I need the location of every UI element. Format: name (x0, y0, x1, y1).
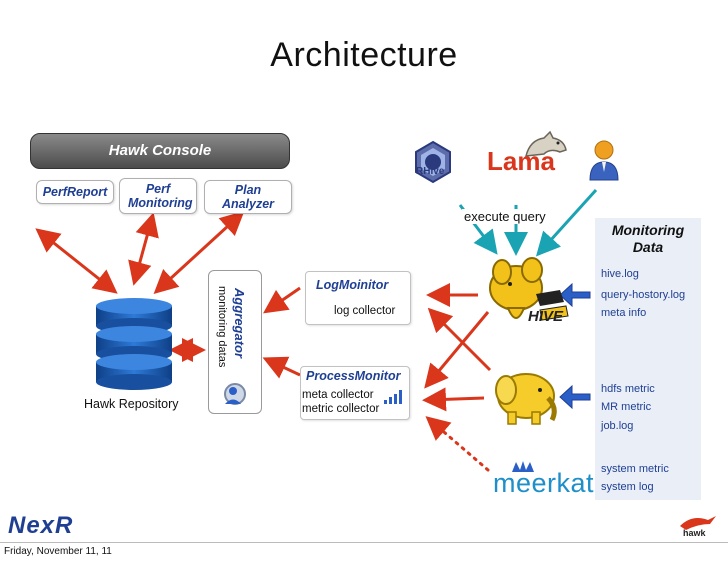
lama-logo-text: Lama (487, 146, 555, 176)
rhive-logo (415, 140, 451, 184)
perfreport-button[interactable]: PerfReport (36, 180, 114, 204)
log-monitor-box[interactable] (305, 271, 411, 325)
hive-label: HIVE (528, 308, 564, 325)
hadoop-elephant-icon (495, 373, 557, 425)
arrow-hadoop-procmon (422, 387, 485, 412)
arrow-panel-hive (559, 282, 591, 308)
log-monitor-title: LogMoinitor (316, 278, 389, 292)
perf-monitoring-label: Perf Monitoring (128, 182, 193, 210)
md-item-meta-info: meta info (601, 307, 647, 319)
plan-analyzer-label: Plan Analyzer (221, 183, 275, 211)
aggregator-subtitle: monitoring datas (216, 286, 228, 368)
md-item-hdfs-metric: hdfs metric (601, 383, 655, 395)
repository-label: Hawk Repository (84, 397, 179, 411)
process-monitor-title: ProcessMonitor (306, 369, 401, 383)
arrow-plan-repo (153, 210, 245, 295)
arrow-perfmon-repo (128, 212, 159, 286)
arrow-hive-procmon (424, 311, 490, 389)
signal-bars-icon (384, 390, 402, 404)
log-collector-label: log collector (334, 305, 396, 317)
md-item-system-metric: system metric (601, 463, 669, 475)
llama-icon (525, 130, 567, 157)
md-item-mr-metric: MR metric (601, 401, 652, 413)
aggregator-title: Aggregator (232, 288, 247, 359)
hawk-logo-text: hawk (683, 528, 706, 538)
meerkat-logo-text: meerkat (493, 468, 595, 498)
md-item-hive-log: hive.log (601, 268, 639, 280)
arrow-panel-hadoop (559, 384, 591, 410)
md-item-job-log: job.log (601, 420, 634, 432)
footer-date: Friday, November 11, 11 (4, 546, 112, 557)
perf-monitoring-button[interactable]: Perf Monitoring (119, 178, 197, 214)
meta-collector-label: meta collector (302, 389, 374, 401)
process-monitor-box[interactable] (300, 366, 410, 420)
hive-logo (489, 257, 569, 321)
md-item-system-log: system log (601, 481, 654, 493)
page-title: Architecture (270, 36, 458, 74)
hawk-console-bar[interactable]: Hawk Console (30, 133, 290, 169)
rhive-label: RHive (416, 166, 445, 177)
metric-collector-label: metric collector (302, 403, 380, 415)
execute-query-label: execute query (462, 209, 548, 224)
arrow-hadoop-logmon (427, 307, 492, 372)
arrow-user-hive (535, 188, 598, 257)
user-icon[interactable] (588, 138, 620, 182)
database-icon (96, 298, 172, 390)
arrow-logmon-aggregator (263, 286, 301, 314)
gear-user-icon (224, 383, 246, 405)
arrow-perfreport-repo (35, 228, 118, 294)
monitoring-data-panel (595, 218, 701, 500)
monitoring-data-title: Monitoring Data (595, 222, 701, 256)
footer-divider (0, 542, 728, 543)
hawk-bird-icon (680, 516, 716, 530)
plan-analyzer-button[interactable]: Plan Analyzer (204, 180, 292, 214)
monitoring-data-title-line2: Data (632, 239, 664, 255)
nexr-logo: NexR (8, 512, 74, 539)
md-item-query-history: query-hostory.log (601, 289, 686, 301)
monitoring-data-title-line1: Monitoring (611, 222, 685, 238)
meerkat-crown-icon (512, 461, 534, 472)
arrow-procmon-aggregator (262, 356, 301, 379)
arrow-meerkat-procmon (425, 416, 490, 472)
